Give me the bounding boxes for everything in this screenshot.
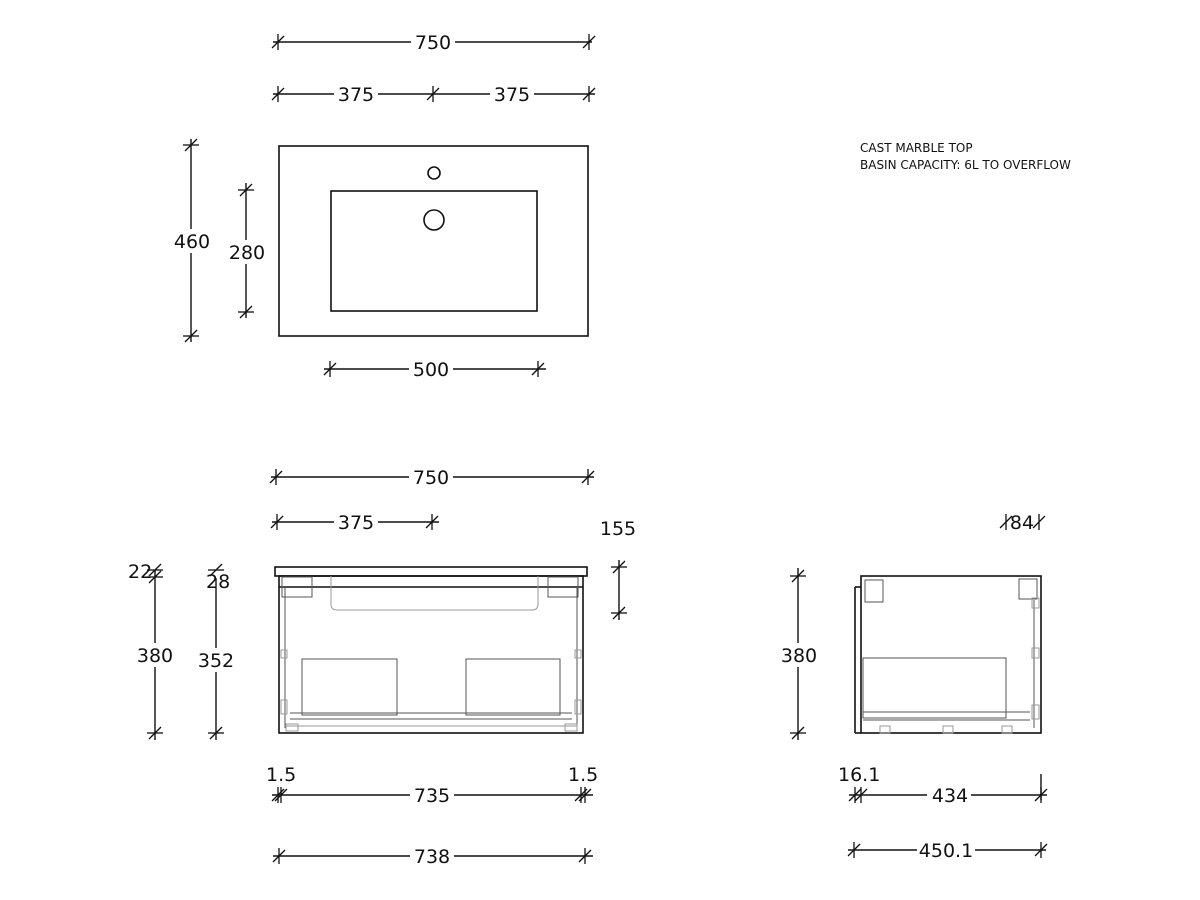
svg-text:155: 155 <box>600 518 636 540</box>
front-dim-side-gap-left: 1.5 <box>266 764 296 786</box>
svg-text:375: 375 <box>338 512 374 534</box>
waste-hole <box>423 209 445 231</box>
svg-text:460: 460 <box>174 231 210 253</box>
note-capacity: BASIN CAPACITY: 6L TO OVERFLOW <box>860 158 1071 172</box>
front-dim-side-gap-right: 1.5 <box>568 764 598 786</box>
front-dim-half-width: 375 <box>270 510 439 534</box>
side-dim-height: 380 <box>779 568 819 740</box>
svg-text:450.1: 450.1 <box>919 840 973 862</box>
top-view: 750 375 375 460 280 <box>172 30 596 381</box>
svg-text:380: 380 <box>781 645 817 667</box>
side-cabinet <box>854 575 1042 734</box>
front-view: 750 375 155 22 28 380 <box>128 465 636 868</box>
tap-hole <box>427 166 441 180</box>
front-dim-inner-width: 735 <box>271 783 593 807</box>
side-dim-top-offset: 84 <box>999 512 1046 534</box>
svg-text:375: 375 <box>338 84 374 106</box>
front-cabinet <box>274 566 588 734</box>
top-dim-depth: 460 <box>172 138 212 343</box>
svg-text:434: 434 <box>932 785 968 807</box>
svg-text:500: 500 <box>413 359 449 381</box>
top-dim-bowl-width: 500 <box>323 357 546 381</box>
svg-text:280: 280 <box>229 242 265 264</box>
top-dim-half-widths: 375 375 <box>271 82 596 106</box>
svg-text:380: 380 <box>137 645 173 667</box>
front-dim-panel: 28 <box>206 563 230 593</box>
svg-text:375: 375 <box>494 84 530 106</box>
front-dim-height: 380 <box>136 570 176 740</box>
top-dim-overall-width: 750 <box>271 30 596 54</box>
svg-text:750: 750 <box>415 32 451 54</box>
note-material: CAST MARBLE TOP <box>860 141 973 155</box>
front-dim-overall-width: 750 <box>269 465 595 489</box>
top-dim-bowl-depth: 280 <box>228 183 268 319</box>
side-dim-carcass-depth: 434 <box>848 774 1048 807</box>
svg-text:735: 735 <box>414 785 450 807</box>
svg-text:28: 28 <box>206 571 230 593</box>
side-dim-door-thickness: 16.1 <box>838 764 880 786</box>
marble-top-outline <box>278 145 589 337</box>
svg-text:84: 84 <box>1010 512 1034 534</box>
side-view: 84 380 16.1 <box>779 512 1048 862</box>
svg-text:352: 352 <box>198 650 234 672</box>
front-dim-overhang: 22 <box>128 561 164 584</box>
side-dim-overall-depth: 450.1 <box>847 838 1048 862</box>
front-dim-top-thickness: 155 <box>600 518 636 620</box>
front-dim-cabinet-width: 738 <box>272 844 593 868</box>
svg-text:22: 22 <box>128 561 152 583</box>
svg-text:738: 738 <box>414 846 450 868</box>
basin-bowl-outline <box>330 190 538 312</box>
svg-text:750: 750 <box>413 467 449 489</box>
front-dim-inner-height: 352 <box>196 578 236 740</box>
